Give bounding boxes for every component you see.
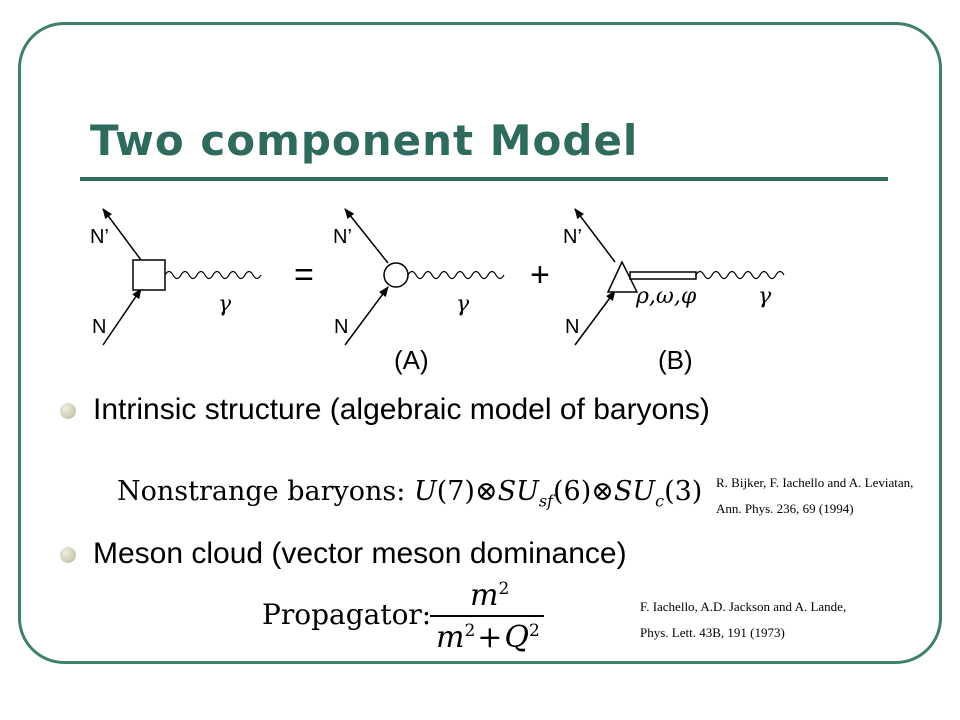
denominator-q: Q	[504, 620, 530, 655]
reference-line: F. Iachello, A.D. Jackson and A. Lande,	[640, 599, 847, 614]
baryon-group-formula: Nonstrange baryons: U(7)⊗SUsf(6)⊗SUc(3)	[117, 476, 702, 510]
photon-label-1: γ	[218, 292, 232, 317]
photon-line	[164, 270, 262, 280]
incoming-nucleon-label-3: N	[565, 316, 580, 338]
title-underline	[80, 177, 888, 181]
numerator-exponent: 2	[498, 579, 510, 599]
vertex-triangle-diagram	[574, 208, 785, 346]
denominator-q-exponent: 2	[529, 621, 540, 641]
formula-sub-sf: sf	[538, 491, 553, 511]
outgoing-nucleon-label-1: N’	[90, 226, 109, 248]
bullet-intrinsic-structure: Intrinsic structure (algebraic model of …	[93, 393, 710, 426]
reference-line: Ann. Phys. 236, 69 (1994)	[716, 501, 854, 516]
formula-prefix: Nonstrange baryons:	[117, 476, 414, 507]
photon-line	[407, 270, 505, 280]
formula-u: U	[413, 476, 437, 507]
fraction-bar	[430, 615, 544, 617]
box-vertex	[132, 259, 166, 291]
vertex-box-diagram	[102, 208, 262, 346]
denominator-m: m	[436, 620, 465, 655]
meson-propagator	[629, 271, 697, 280]
formula-su-color: SU	[613, 476, 656, 507]
reference-bijker: R. Bijker, F. Iachello and A. Leviatan, …	[716, 470, 913, 522]
formula-sub-c: c	[655, 491, 665, 511]
reference-iachello: F. Iachello, A.D. Jackson and A. Lande, …	[640, 594, 846, 646]
outgoing-nucleon-label-3: N’	[563, 226, 582, 248]
photon-label-3: γ	[758, 284, 772, 309]
propagator-denominator: m2+Q2	[436, 620, 540, 655]
formula-arg-3: (3)	[664, 476, 703, 507]
bullet-point-icon	[60, 547, 76, 563]
bullet-meson-cloud: Meson cloud (vector meson dominance)	[93, 537, 627, 570]
formula-arg-7: (7)	[436, 476, 475, 507]
circle-vertex	[383, 262, 409, 288]
formula-su-flavor: SU	[497, 476, 539, 507]
denominator-plus: +	[477, 620, 503, 655]
numerator-m: m	[470, 578, 499, 613]
incoming-nucleon-label-1: N	[92, 316, 107, 338]
formula-arg-6: (6)	[552, 476, 592, 507]
vertex-circle-diagram	[344, 208, 505, 346]
slide-frame	[18, 22, 942, 664]
tensor-product-symbol: ⊗	[591, 476, 614, 507]
outgoing-nucleon-label-2: N’	[333, 226, 352, 248]
tensor-product-symbol: ⊗	[474, 476, 498, 507]
plus-sign: +	[530, 256, 550, 294]
slide-title: Two component Model	[90, 116, 639, 165]
reference-line: R. Bijker, F. Iachello and A. Leviatan,	[716, 475, 914, 490]
photon-line	[695, 270, 785, 280]
meson-label: ρ,ω,φ	[636, 284, 697, 309]
caption-b: (B)	[658, 345, 693, 375]
caption-a: (A)	[394, 345, 429, 375]
propagator-numerator: m2	[470, 578, 509, 613]
propagator-label: Propagator:	[262, 598, 432, 631]
denominator-exponent: 2	[464, 621, 476, 641]
incoming-nucleon-label-2: N	[334, 316, 349, 338]
photon-label-2: γ	[456, 292, 470, 317]
reference-line: Phys. Lett. 43B, 191 (1973)	[640, 625, 785, 640]
equals-sign: =	[294, 256, 314, 294]
bullet-point-icon	[60, 403, 76, 419]
